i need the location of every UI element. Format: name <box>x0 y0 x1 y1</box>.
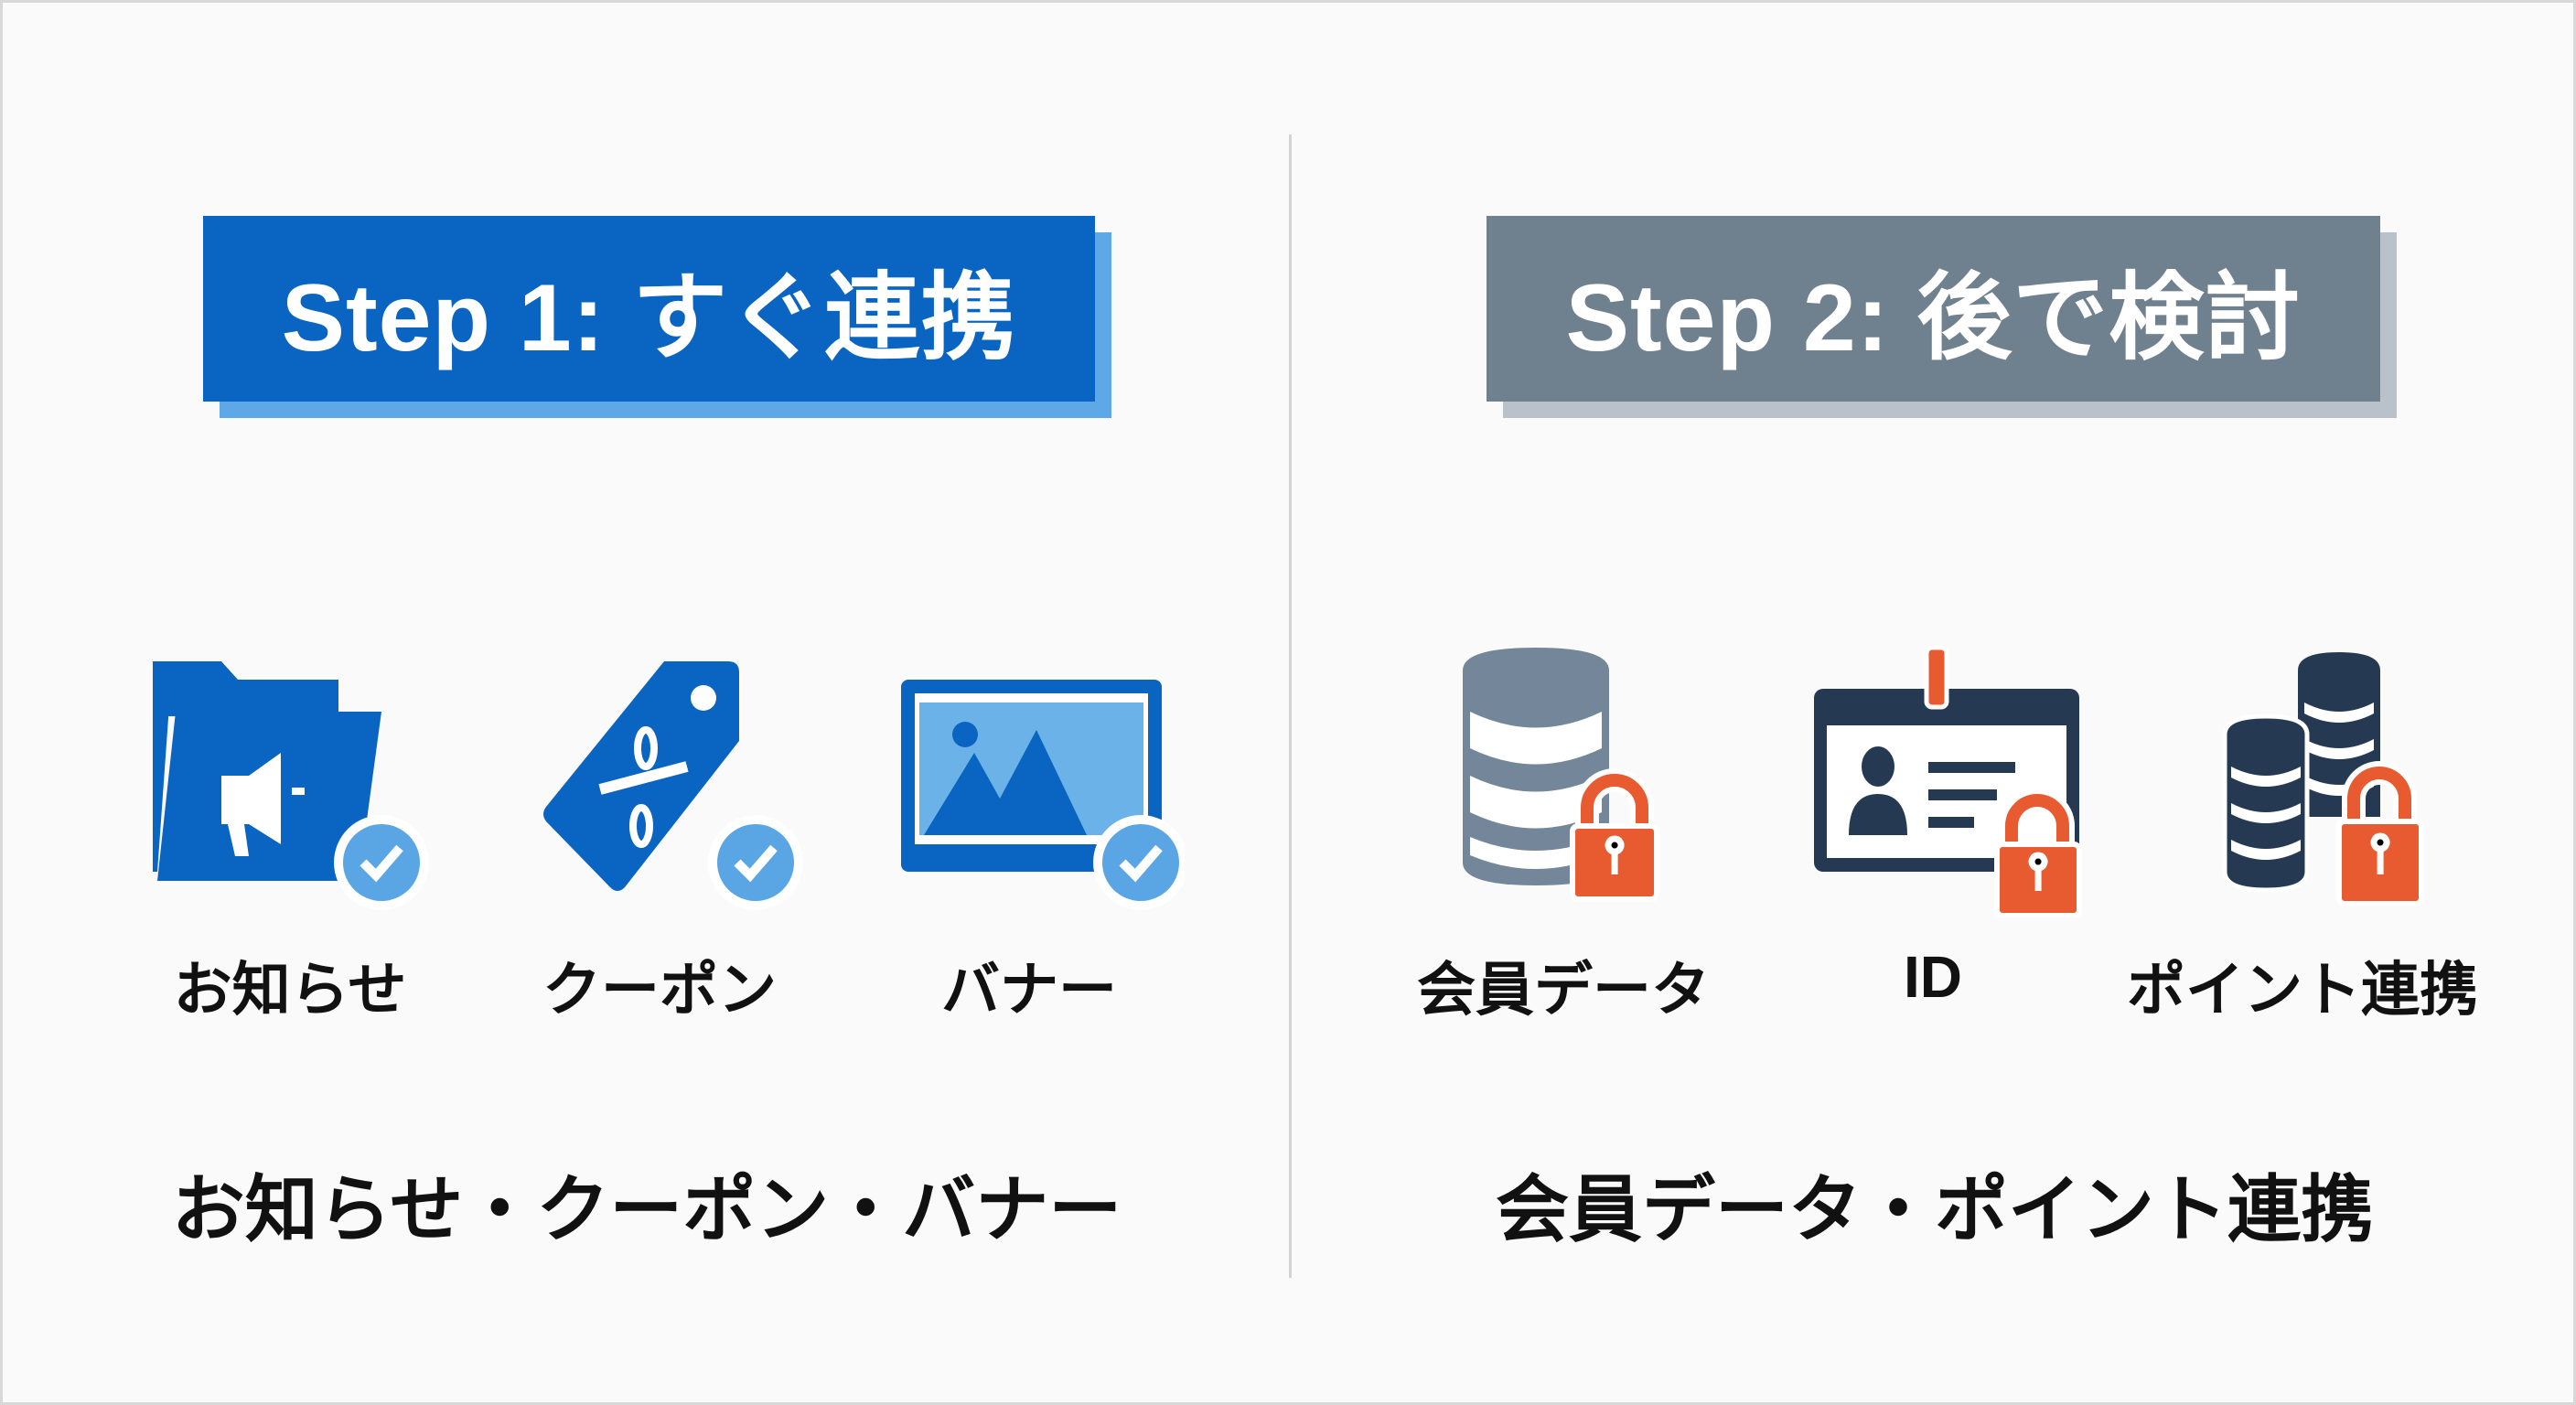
step1-summary: お知らせ・クーポン・バナー <box>171 1169 1122 1250</box>
item-label: ポイント連携 <box>2127 957 2478 1023</box>
step2-badge: Step 2: 後で検討 <box>1487 216 2380 402</box>
item-label: バナー <box>941 957 1117 1023</box>
percent-tag-icon <box>543 661 803 910</box>
id-card-lock-icon <box>1814 645 2082 917</box>
database-lock-icon <box>1463 648 1659 902</box>
item-label: ID <box>1904 944 1962 1010</box>
step2-summary: 会員データ・ポイント連携 <box>1496 1169 2374 1250</box>
step1-item-banner: バナー <box>846 643 1212 1027</box>
folder-megaphone-icon <box>153 661 429 910</box>
item-label: クーポン <box>542 957 777 1023</box>
step2-item-points: ポイント連携 <box>2120 643 2485 1027</box>
image-banner-icon <box>901 680 1185 910</box>
item-label: お知らせ <box>173 957 407 1023</box>
step1-badge: Step 1: すぐ連携 <box>203 216 1095 402</box>
item-label: 会員データ <box>1417 957 1710 1023</box>
step2-item-member-data: 会員データ <box>1380 643 1746 1027</box>
coins-lock-icon <box>2222 652 2424 906</box>
step1-item-news: お知らせ <box>107 643 473 1027</box>
section-divider <box>1289 134 1292 1278</box>
step1-item-coupon: クーポン <box>477 643 843 1027</box>
step2-item-id: ID <box>1750 643 2116 1011</box>
